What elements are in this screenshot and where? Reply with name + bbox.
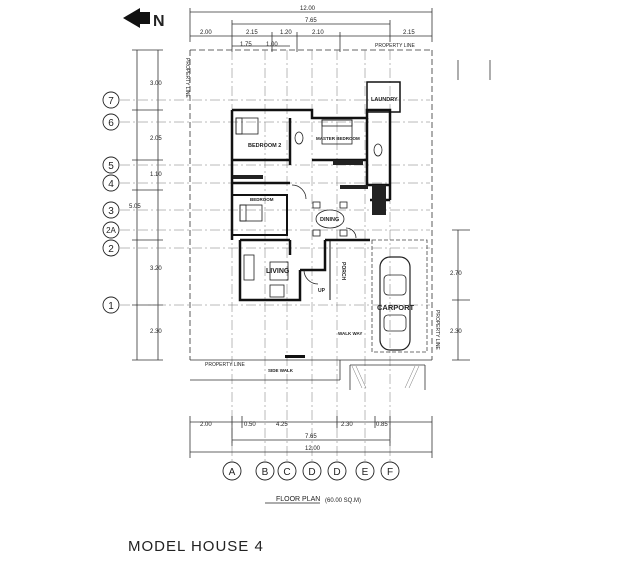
grid-col-d2-bubble: [327, 461, 347, 481]
grid-row-4: 4: [108, 179, 114, 190]
dim-left-3: 1.10: [150, 172, 162, 178]
room-bedroom: BEDROOM: [250, 197, 274, 202]
sidewalk-area: [190, 359, 432, 390]
grid-col-e-bubble: [355, 461, 375, 481]
grid-row-7: 7: [108, 96, 114, 107]
grid-row-1: 1: [108, 301, 114, 312]
dim-left-1: 3.00: [150, 81, 162, 87]
dim-bottom-seg-3: 4.25: [276, 422, 288, 428]
grid-col-c-bubble: [277, 461, 297, 481]
grid-col-e: E: [362, 467, 369, 478]
grid-col-d: D: [308, 467, 315, 478]
grid-col-a-bubble: [222, 461, 242, 481]
grid-row-7-bubble: [102, 91, 120, 109]
furniture: [235, 117, 383, 298]
cabinets: [233, 160, 386, 215]
north-label: N: [153, 13, 165, 30]
room-bedroom-2: BEDROOM 2: [248, 143, 281, 149]
grid-row-5: 5: [108, 161, 114, 172]
dim-bottom-seg-4: 2.30: [341, 422, 353, 428]
stair-up: UP: [318, 288, 326, 294]
grid-col-f: F: [387, 467, 393, 478]
dim-top-inner-1: 1.75: [240, 42, 252, 48]
dim-top-inner-2: 1.00: [266, 42, 278, 48]
dim-left-5: 2.30: [150, 329, 162, 335]
plan-title: FLOOR PLAN: [276, 496, 320, 503]
dim-top-seg-3: 1.20: [280, 30, 292, 36]
plan-area: (60.00 SQ.M): [325, 498, 361, 504]
grid-row-2: 2: [108, 244, 114, 255]
grid-row-2-bubble: [102, 239, 120, 257]
grid-col-f-bubble: [380, 461, 400, 481]
room-living: LIVING: [266, 268, 290, 275]
carport: [371, 239, 428, 353]
north-arrow-icon: [123, 8, 150, 28]
property-boundary: [189, 49, 433, 360]
room-porch: PORCH: [340, 262, 346, 280]
grid-row-2a: 2A: [106, 226, 116, 235]
dim-top-seg-2: 2.15: [246, 30, 258, 36]
room-carport: CARPORT: [377, 303, 415, 312]
dim-left-4: 3.20: [150, 266, 162, 272]
property-line-bottom: PROPERTY LINE: [205, 362, 245, 368]
grid-col-b: B: [262, 467, 269, 478]
dim-bottom-overall: 12.00: [305, 446, 321, 452]
grid-row-6-bubble: [102, 113, 120, 131]
dim-top-overall: 12.00: [300, 6, 316, 12]
dim-top-seg-5: 2.15: [403, 30, 415, 36]
grid-row-5-bubble: [102, 156, 120, 174]
room-master-bedroom: MASTER BEDROOM: [316, 136, 360, 141]
dim-left-2: 2.05: [150, 136, 162, 142]
grid-col-a: A: [229, 467, 236, 478]
dim-right-1: 2.70: [450, 271, 462, 277]
dim-bottom-seg-2: 0.50: [244, 422, 256, 428]
room-laundry: LAUNDRY: [371, 97, 398, 103]
grid-row-6: 6: [108, 118, 114, 129]
dim-bottom-seg-1: 2.00: [200, 422, 212, 428]
grid-col-d2: D: [333, 467, 340, 478]
grid-row-1-bubble: [102, 296, 120, 314]
grid-col-c: C: [283, 467, 290, 478]
room-sidewalk: SIDE WALK: [268, 368, 294, 373]
grid-row-3: 3: [108, 206, 114, 217]
dim-bottom-building: 7.65: [305, 434, 317, 440]
property-line-left: PROPERTY LINE: [184, 58, 190, 98]
grid-col-d-bubble: [302, 461, 322, 481]
grid-row-4-bubble: [102, 174, 120, 192]
property-line-right: PROPERTY LINE: [434, 310, 440, 350]
dim-left-small: 5.05: [129, 204, 141, 210]
grid-row-3-bubble: [102, 201, 120, 219]
room-dining: DINING: [320, 217, 339, 223]
dim-top-seg-1: 2.00: [200, 30, 212, 36]
dim-top-seg-4: 2.10: [312, 30, 324, 36]
dim-right-2: 2.30: [450, 329, 462, 335]
model-house-title: MODEL HOUSE 4: [128, 538, 264, 555]
dim-bottom-seg-5: 0.85: [376, 422, 388, 428]
grid-col-b-bubble: [255, 461, 275, 481]
property-line-top: PROPERTY LINE: [375, 43, 415, 49]
room-walkway: WALK WAY: [338, 331, 362, 336]
grid-row-2a-bubble: [102, 221, 120, 239]
dim-top-building: 7.65: [305, 18, 317, 24]
